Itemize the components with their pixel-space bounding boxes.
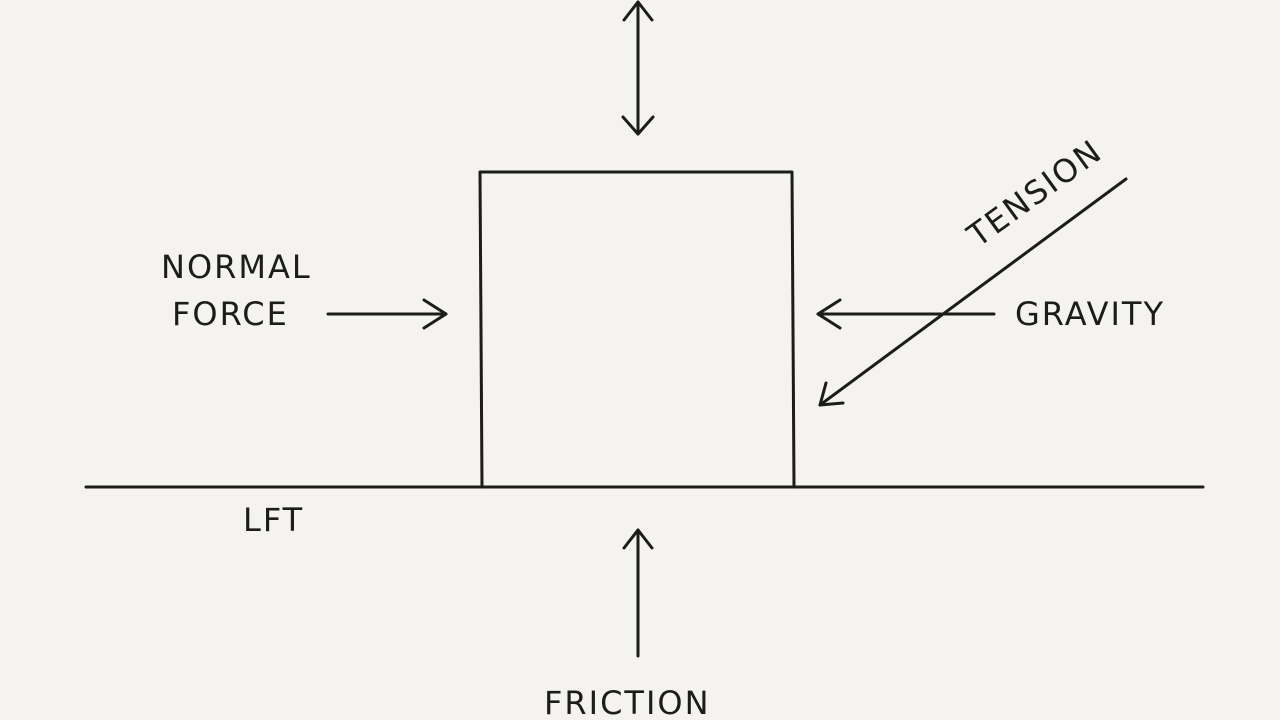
top-double-arrow: [621, 0, 655, 136]
gravity-arrow: [816, 298, 996, 330]
block: [478, 170, 796, 489]
tension-label: TENSION: [960, 132, 1110, 255]
normal-force-label-line1: NORMAL: [161, 248, 312, 286]
friction-arrow: [622, 528, 654, 658]
gravity-label: GRAVITY: [1015, 295, 1165, 333]
tension-arrow: [818, 177, 1128, 407]
friction-label: FRICTION: [544, 684, 711, 720]
lft-label: LFT: [243, 501, 304, 539]
normal-force-arrow: [326, 298, 448, 330]
normal-force-label-line2: FORCE: [172, 295, 289, 333]
